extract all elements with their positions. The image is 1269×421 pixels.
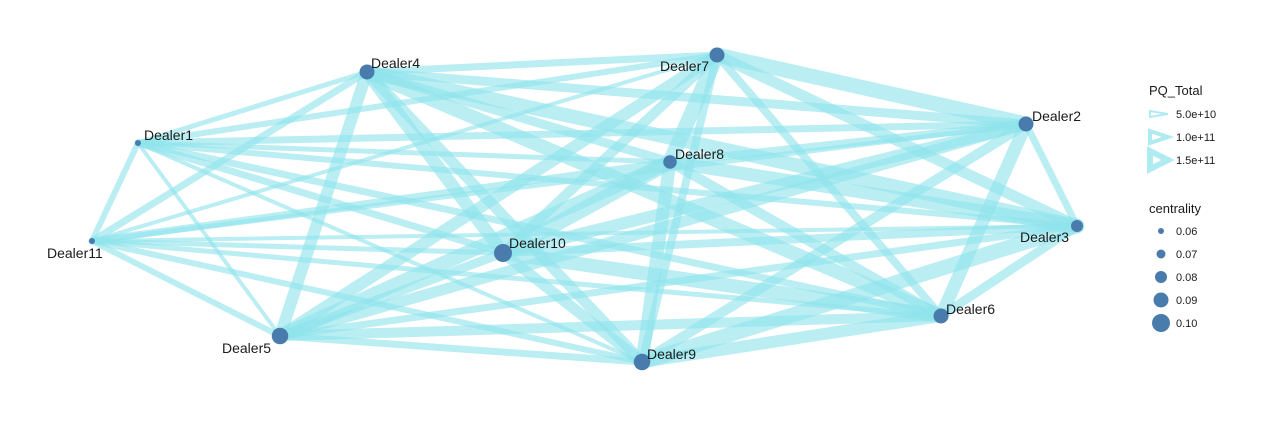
node-label-dealer7: Dealer7 bbox=[660, 58, 709, 74]
node-dealer6 bbox=[933, 308, 949, 324]
edge-dealer9-dealer10 bbox=[497, 247, 648, 368]
edge-dealer6-dealer11 bbox=[89, 238, 944, 319]
edge-dealer2-dealer6 bbox=[934, 117, 1033, 323]
edge-dealer4-dealer7 bbox=[363, 51, 721, 76]
node-label-dealer10: Dealer10 bbox=[509, 235, 566, 251]
edge-dealer6-dealer8 bbox=[665, 157, 946, 321]
centrality-legend-key-3 bbox=[1153, 292, 1169, 308]
centrality-legend-label-3: 0.09 bbox=[1176, 295, 1197, 307]
edge-dealer9-dealer11 bbox=[89, 238, 645, 365]
pq-total-legend: PQ_Total 5.0e+10 1.0e+11 1.5e+11 bbox=[1147, 83, 1216, 174]
edge-dealer7-dealer10 bbox=[498, 50, 722, 258]
pq-total-legend-title: PQ_Total bbox=[1149, 83, 1203, 98]
node-dealer5 bbox=[271, 327, 289, 345]
centrality-legend-key-1 bbox=[1156, 249, 1166, 259]
edge-dealer4-dealer5 bbox=[274, 66, 373, 342]
centrality-legend-label-1: 0.07 bbox=[1176, 249, 1197, 261]
edge-dealer5-dealer6 bbox=[275, 311, 946, 341]
node-label-dealer9: Dealer9 bbox=[647, 346, 696, 362]
centrality-legend-label-2: 0.08 bbox=[1176, 272, 1197, 284]
edge-dealer5-dealer11 bbox=[89, 238, 283, 339]
node-dealer1 bbox=[135, 140, 141, 146]
edge-dealer4-dealer6 bbox=[360, 65, 948, 323]
node-label-dealer4: Dealer4 bbox=[371, 55, 420, 71]
edge-dealer3-dealer10 bbox=[499, 222, 1081, 257]
node-dealer11 bbox=[89, 238, 95, 244]
node-label-dealer6: Dealer6 bbox=[946, 301, 995, 317]
edge-dealer5-dealer9 bbox=[276, 332, 646, 366]
edge-dealer3-dealer9 bbox=[634, 218, 1085, 370]
centrality-legend-title: centrality bbox=[1149, 201, 1202, 216]
edge-dealer5-dealer10 bbox=[275, 248, 508, 341]
edge-dealer4-dealer10 bbox=[360, 65, 510, 260]
centrality-legend-key-4 bbox=[1152, 314, 1170, 332]
edge-dealer10-dealer11 bbox=[89, 238, 506, 256]
edge-dealer8-dealer10 bbox=[495, 154, 678, 261]
edge-dealer1-dealer11 bbox=[89, 140, 141, 244]
edge-layer bbox=[88, 47, 1085, 370]
edge-dealer6-dealer7 bbox=[713, 51, 945, 320]
pq-legend-label-2: 1.5e+11 bbox=[1176, 155, 1215, 167]
centrality-legend-label-0: 0.06 bbox=[1176, 226, 1197, 238]
edge-dealer3-dealer6 bbox=[936, 221, 1082, 321]
node-label-dealer1: Dealer1 bbox=[144, 127, 193, 143]
centrality-legend-key-0 bbox=[1158, 228, 1164, 234]
pq-legend-key-0 bbox=[1149, 109, 1169, 119]
node-label-dealer8: Dealer8 bbox=[675, 146, 724, 162]
node-dealer4 bbox=[359, 64, 375, 80]
centrality-legend: centrality 0.06 0.07 0.08 0.09 0.10 bbox=[1149, 201, 1202, 332]
edge-dealer8-dealer11 bbox=[88, 158, 674, 245]
node-layer bbox=[89, 47, 1083, 371]
edge-dealer8-dealer9 bbox=[635, 155, 677, 369]
edge-dealer4-dealer9 bbox=[361, 66, 648, 368]
edge-dealer2-dealer3 bbox=[1022, 120, 1081, 230]
edge-dealer3-dealer4 bbox=[360, 65, 1084, 233]
edge-dealer2-dealer7 bbox=[709, 47, 1034, 132]
edge-dealer3-dealer11 bbox=[90, 224, 1079, 243]
edge-dealer1-dealer4 bbox=[135, 69, 370, 146]
node-dealer3 bbox=[1071, 220, 1083, 232]
edge-dealer3-dealer8 bbox=[663, 155, 1084, 233]
node-dealer9 bbox=[633, 353, 651, 371]
pq-legend-key-2 bbox=[1147, 146, 1175, 174]
node-label-dealer11: Dealer11 bbox=[47, 245, 103, 261]
centrality-legend-label-4: 0.10 bbox=[1176, 318, 1197, 330]
edge-dealer3-dealer7 bbox=[711, 49, 1083, 232]
pq-legend-label-0: 5.0e+10 bbox=[1176, 109, 1216, 121]
edge-dealer4-dealer11 bbox=[88, 68, 371, 245]
node-dealer7 bbox=[709, 47, 725, 63]
edge-dealer5-dealer7 bbox=[274, 49, 723, 342]
edge-dealer6-dealer10 bbox=[496, 246, 948, 323]
centrality-legend-key-2 bbox=[1155, 271, 1167, 283]
pq-legend-label-1: 1.0e+11 bbox=[1176, 132, 1215, 144]
node-label-dealer5: Dealer5 bbox=[222, 340, 271, 356]
node-dealer8 bbox=[663, 155, 677, 169]
pq-legend-key-1 bbox=[1148, 128, 1175, 146]
node-label-dealer3: Dealer3 bbox=[1020, 229, 1069, 245]
node-dealer10 bbox=[494, 244, 512, 262]
edge-dealer7-dealer11 bbox=[90, 53, 719, 243]
node-label-dealer2: Dealer2 bbox=[1032, 108, 1081, 124]
edge-dealer6-dealer9 bbox=[636, 310, 947, 368]
node-dealer2 bbox=[1018, 116, 1034, 132]
